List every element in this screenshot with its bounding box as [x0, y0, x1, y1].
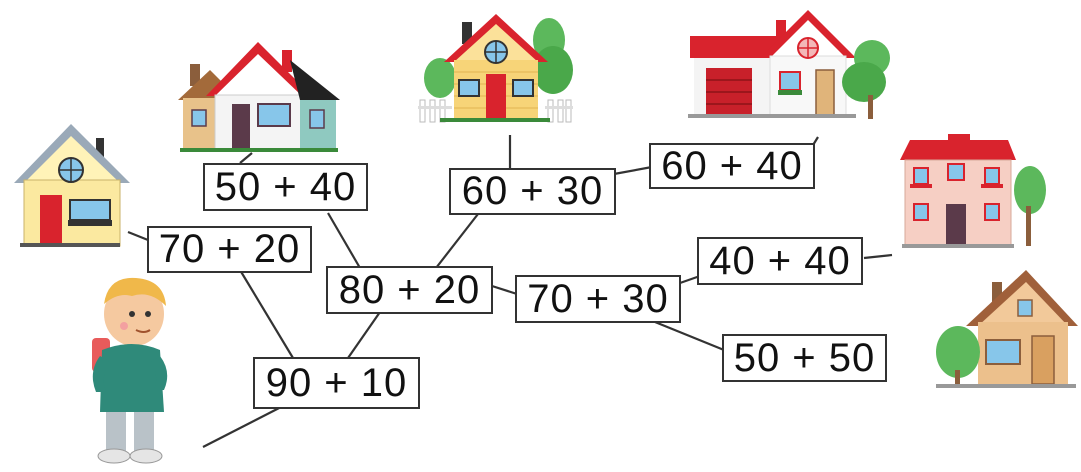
line-90-10-to-80-20	[347, 311, 381, 359]
expression-box-50-plus-50: 50 + 50	[722, 334, 887, 382]
expression-box-80-plus-20: 80 + 20	[326, 266, 493, 314]
expression-40-plus-40: 40 + 40	[709, 238, 851, 283]
expression-50-plus-40: 50 + 40	[214, 164, 357, 209]
line-50-40-to-house2	[239, 152, 253, 164]
line-80-20-to-70-30	[491, 284, 518, 296]
line-70-30-to-50-50	[654, 320, 725, 352]
line-70-20-to-house1	[127, 230, 149, 242]
line-40-40-to-house5	[863, 253, 893, 260]
expression-box-60-plus-40: 60 + 40	[649, 143, 815, 189]
line-60-30-to-60-40	[613, 165, 653, 176]
expression-box-90-plus-10: 90 + 10	[253, 357, 420, 409]
expression-box-60-plus-30: 60 + 30	[449, 168, 616, 215]
line-80-20-to-50-40	[327, 212, 361, 269]
expression-box-50-plus-40: 50 + 40	[203, 163, 368, 211]
expression-50-plus-50: 50 + 50	[733, 335, 876, 380]
line-70-30-to-40-40	[679, 274, 701, 285]
line-boy-to-90-10	[202, 404, 286, 448]
expression-90-plus-10: 90 + 10	[265, 360, 408, 405]
expression-70-plus-20: 70 + 20	[158, 227, 301, 271]
expression-80-plus-20: 80 + 20	[338, 267, 481, 312]
line-90-10-to-70-20	[239, 269, 294, 359]
expression-60-plus-30: 60 + 30	[461, 169, 604, 213]
expression-60-plus-40: 60 + 40	[661, 143, 803, 188]
expression-box-40-plus-40: 40 + 40	[697, 237, 863, 285]
expression-box-70-plus-20: 70 + 20	[147, 226, 312, 273]
line-80-20-to-60-30	[435, 213, 479, 269]
expression-70-plus-30: 70 + 30	[527, 276, 669, 321]
expression-box-70-plus-30: 70 + 30	[515, 275, 681, 323]
